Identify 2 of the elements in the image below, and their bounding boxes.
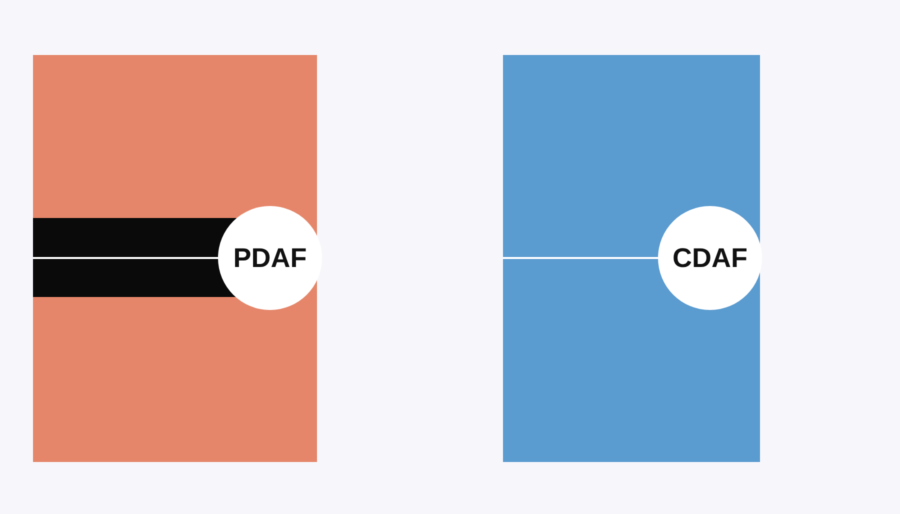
panel-drawing [33,55,317,462]
panel-drawing [503,55,760,462]
